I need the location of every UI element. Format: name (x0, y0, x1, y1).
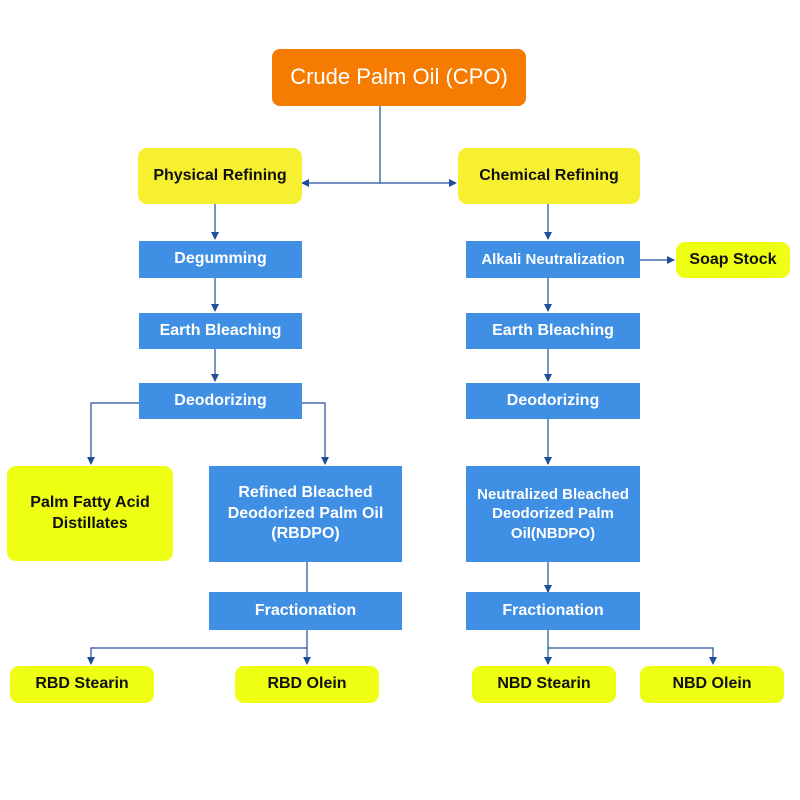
soap-stock-label: Soap Stock (689, 250, 777, 268)
nbd-stearin-node: NBD Stearin (472, 666, 616, 703)
pfad-node: Palm Fatty Acid Distillates (7, 466, 173, 561)
earth-bleaching-physical-node: Earth Bleaching (139, 313, 302, 349)
soap-stock-node: Soap Stock (676, 242, 790, 278)
fractionation-chemical-node: Fractionation (466, 592, 640, 630)
physical-refining-node: Physical Refining (138, 148, 302, 204)
rbd-olein-node: RBD Olein (235, 666, 379, 703)
earth-bleaching-physical-label: Earth Bleaching (159, 321, 282, 339)
root-label: Crude Palm Oil (CPO) (290, 64, 508, 90)
deodorizing-physical-label: Deodorizing (174, 391, 267, 409)
earth-bleaching-chemical-node: Earth Bleaching (466, 313, 640, 349)
connector-deodorizing-rbdpo (302, 402, 329, 465)
nbdpo-label: Neutralized Bleached Deodorized Palm Oil… (477, 485, 629, 542)
connector-fractionation-nbd-olein (548, 647, 717, 665)
root-node-cpo: Crude Palm Oil (CPO) (272, 49, 526, 106)
nbd-olein-label: NBD Olein (672, 675, 752, 693)
connector-deodorizing-pfad (87, 402, 139, 465)
alkali-neutralization-label: Alkali Neutralization (481, 250, 625, 268)
fractionation-chemical-label: Fractionation (502, 601, 604, 619)
nbd-olein-node: NBD Olein (640, 666, 784, 703)
deodorizing-chemical-node: Deodorizing (466, 383, 640, 419)
rbdpo-node: Refined Bleached Deodorized Palm Oil (RB… (209, 466, 402, 562)
rbd-stearin-label: RBD Stearin (35, 675, 129, 693)
rbd-olein-label: RBD Olein (267, 675, 347, 693)
chemical-refining-label: Chemical Refining (479, 166, 619, 184)
connector-fractionation-rbd-outputs (87, 630, 308, 665)
nbdpo-node: Neutralized Bleached Deodorized Palm Oil… (466, 466, 640, 562)
nbd-stearin-label: NBD Stearin (497, 675, 591, 693)
deodorizing-physical-node: Deodorizing (139, 383, 302, 419)
fractionation-physical-node: Fractionation (209, 592, 402, 630)
earth-bleaching-chemical-label: Earth Bleaching (492, 321, 614, 339)
alkali-neutralization-node: Alkali Neutralization (466, 241, 640, 278)
rbd-stearin-node: RBD Stearin (10, 666, 154, 703)
deodorizing-chemical-label: Deodorizing (506, 391, 600, 409)
physical-refining-label: Physical Refining (153, 166, 287, 184)
chemical-refining-node: Chemical Refining (458, 148, 640, 204)
fractionation-physical-label: Fractionation (254, 601, 357, 619)
rbdpo-label: Refined Bleached Deodorized Palm Oil (RB… (227, 483, 384, 543)
degumming-node: Degumming (139, 241, 302, 278)
degumming-label: Degumming (174, 250, 267, 268)
pfad-label: Palm Fatty Acid Distillates (30, 493, 150, 532)
